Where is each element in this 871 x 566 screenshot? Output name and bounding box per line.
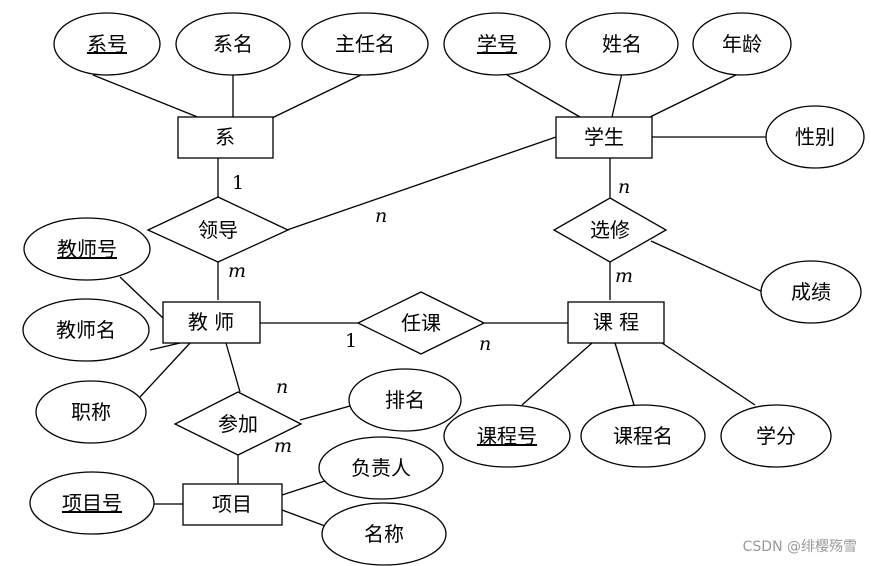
- attribute-label: 系号: [87, 32, 127, 56]
- attribute-label: 项目号: [62, 491, 122, 515]
- attribute-proj-name: 名称: [321, 502, 447, 566]
- cardinality-label: n: [618, 176, 630, 198]
- entity-student: 学生: [555, 116, 653, 159]
- cardinality-label: n: [375, 205, 387, 227]
- relationship-label: 领导: [198, 218, 238, 242]
- attribute-stu-age: 年龄: [692, 12, 792, 76]
- attribute-label: 课程号: [477, 424, 537, 448]
- cardinality-label: m: [274, 435, 292, 457]
- edge: [225, 342, 241, 393]
- edge: [611, 72, 623, 118]
- attribute-course-no: 课程号: [443, 404, 571, 468]
- entity-label: 学生: [584, 125, 624, 149]
- attribute-label: 年龄: [722, 32, 762, 56]
- cardinality-label: n: [276, 376, 288, 398]
- attribute-label: 负责人: [351, 456, 411, 480]
- attribute-label: 成绩: [791, 280, 831, 304]
- edge: [521, 342, 593, 406]
- edges: [92, 71, 766, 527]
- relationship-lead: 领导: [146, 196, 290, 263]
- attribute-label: 性别: [795, 125, 835, 149]
- attribute-teacher-name: 教师名: [22, 298, 150, 362]
- attribute-teacher-no: 教师号: [23, 217, 151, 281]
- attribute-label: 系名: [213, 32, 253, 56]
- relationship-label: 参加: [218, 412, 258, 436]
- cardinality-label: 1: [345, 330, 357, 352]
- attribute-course-name: 课程名: [580, 404, 706, 468]
- edge: [281, 480, 326, 496]
- edge: [299, 405, 351, 421]
- attribute-rank: 排名: [348, 368, 462, 432]
- edge: [139, 342, 191, 398]
- attribute-label: 教师名: [56, 318, 116, 342]
- attribute-proj-no: 项目号: [29, 471, 155, 535]
- edge: [661, 342, 756, 406]
- entity-label: 课 程: [593, 310, 639, 334]
- attribute-label: 课程名: [613, 424, 673, 448]
- cardinality-label: 1: [232, 172, 244, 194]
- attribute-stu-no: 学号: [443, 12, 551, 76]
- entity-project: 项目: [182, 483, 283, 526]
- attribute-stu-name: 姓名: [565, 12, 679, 76]
- edge: [501, 71, 581, 118]
- attribute-dept-head: 主任名: [301, 12, 429, 76]
- attribute-stu-sex: 性别: [765, 105, 865, 169]
- entity-teacher: 教 师: [162, 301, 261, 344]
- attribute-label: 姓名: [602, 32, 642, 56]
- relationship-join: 参加: [173, 391, 303, 456]
- edge: [650, 240, 766, 294]
- entity-label: 系: [215, 125, 235, 149]
- cardinality-label: n: [479, 333, 491, 355]
- edge: [614, 342, 635, 406]
- attribute-score: 成绩: [760, 260, 862, 324]
- edge: [149, 342, 181, 351]
- edge: [281, 509, 326, 527]
- relationship-label: 任课: [401, 311, 441, 335]
- watermark: CSDN @绯樱殇雪: [742, 539, 857, 555]
- attribute-teacher-title: 职称: [35, 380, 147, 444]
- attribute-label: 教师号: [57, 237, 117, 261]
- entity-course: 课 程: [567, 301, 665, 344]
- attribute-label: 职称: [71, 400, 111, 424]
- entity-label: 教 师: [188, 310, 234, 334]
- entity-label: 项目: [212, 492, 252, 516]
- entity-dept: 系: [177, 116, 274, 159]
- attribute-leader: 负责人: [318, 436, 444, 500]
- edge: [649, 71, 743, 118]
- attribute-label: 学号: [477, 32, 517, 56]
- attribute-label: 学分: [756, 424, 796, 448]
- attribute-dept-name: 系名: [175, 12, 291, 76]
- attribute-credit: 学分: [720, 404, 832, 468]
- edge: [92, 74, 201, 119]
- cardinality-label: m: [615, 265, 633, 287]
- relationship-label: 选修: [590, 218, 630, 242]
- relationship-teach: 任课: [356, 291, 486, 355]
- cardinality-label: m: [228, 260, 246, 282]
- attribute-label: 排名: [385, 388, 425, 412]
- attribute-label: 主任名: [335, 32, 395, 56]
- attribute-dept-no: 系号: [53, 12, 161, 76]
- relationship-elective: 选修: [552, 197, 668, 263]
- cardinalities: 1 m n n m 1 n n m: [228, 172, 633, 457]
- edge: [271, 72, 366, 119]
- attribute-label: 名称: [364, 522, 404, 546]
- edge: [119, 276, 164, 319]
- edge: [286, 136, 557, 231]
